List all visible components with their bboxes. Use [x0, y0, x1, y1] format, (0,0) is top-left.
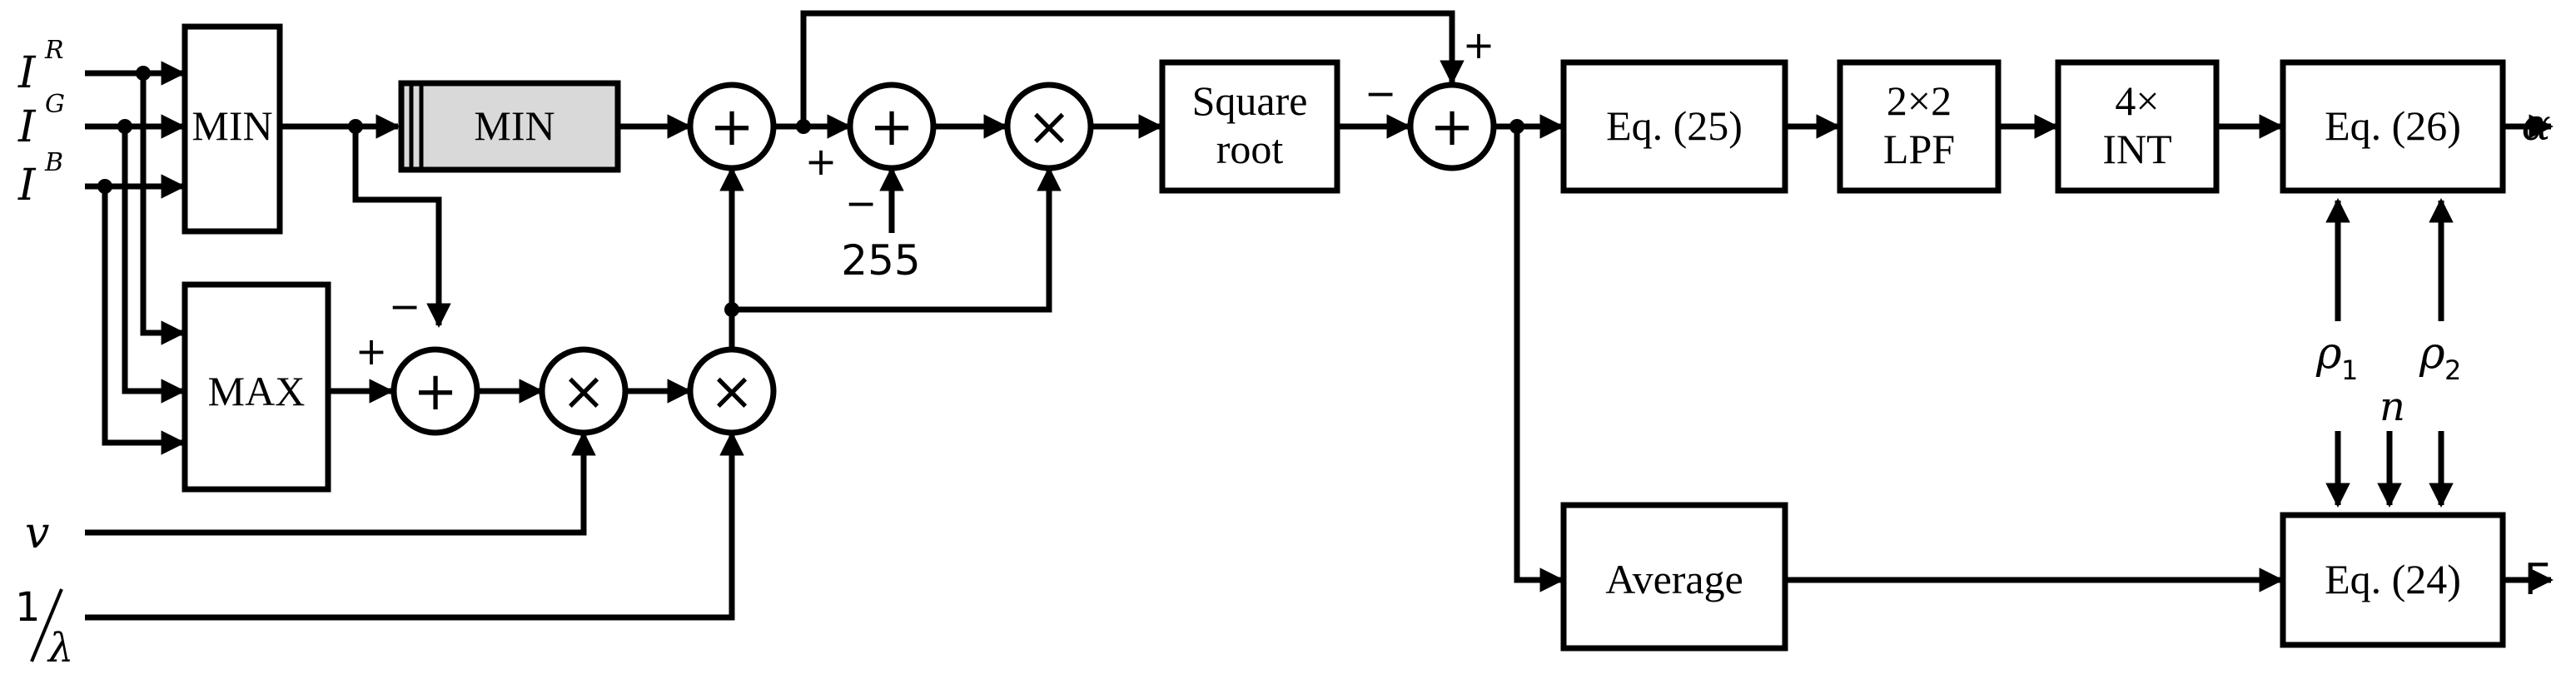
wire-min1-add2: [352, 126, 451, 328]
adder-3: +: [847, 82, 937, 171]
wire-ir-max: [140, 73, 186, 345]
input-ir-label: I R: [17, 36, 64, 98]
adder-2-symbol: +: [413, 361, 458, 423]
rho2-label: ρ 2: [2419, 329, 2461, 386]
junction-min1-out: [348, 119, 363, 134]
eq26-label: Eq. (26): [2325, 102, 2461, 149]
svg-text:R: R: [44, 36, 64, 65]
eq25-label: Eq. (25): [1606, 102, 1743, 149]
multiplier-2: ×: [687, 346, 777, 436]
adder-3-symbol: +: [869, 97, 914, 158]
n-label: n: [2380, 384, 2405, 430]
wire-mul2-mul3: [732, 166, 1062, 313]
lpf-label-1: 2×2: [1887, 77, 1952, 124]
adder-1: +: [687, 82, 777, 171]
sign-add4-minus: −: [1365, 71, 1397, 116]
svg-text:B: B: [44, 148, 63, 177]
parameter-labels: ρ 1 ρ 2 n: [2315, 329, 2461, 430]
min-block-1: MIN: [182, 23, 283, 235]
square-root-label-1: Square: [1192, 77, 1308, 124]
input-v-label: v: [25, 508, 49, 558]
junction-add4-out: [1509, 119, 1524, 134]
sign-add2-plus: +: [356, 329, 388, 374]
int-label-1: 4×: [2115, 77, 2159, 124]
eq25-block: Eq. (25): [1560, 59, 1788, 194]
sign-add4-plus: +: [1463, 22, 1495, 67]
eq24-label: Eq. (24): [2325, 556, 2461, 602]
rho1-label: ρ 1: [2315, 329, 2358, 386]
svg-text:I: I: [17, 48, 37, 98]
max-block: MAX: [182, 281, 331, 493]
svg-text:2: 2: [2444, 354, 2461, 386]
wire-ig-max: [122, 126, 186, 404]
wire-lambda-mul2: [85, 431, 744, 621]
svg-text:1: 1: [2341, 354, 2358, 386]
min-block-1-label: MIN: [191, 102, 272, 149]
svg-text:ρ: ρ: [2315, 329, 2342, 379]
sign-add2-minus: −: [389, 284, 421, 329]
blocks: MIN MIN MAX Square root Eq. (25) 2×2 LPF: [182, 23, 2506, 652]
adder-4: +: [1407, 82, 1497, 171]
int-block: 4× INT: [2055, 59, 2220, 194]
adder-1-symbol: +: [709, 97, 754, 158]
multiplier-3: ×: [1004, 82, 1094, 171]
junction-mul2-out: [724, 302, 739, 317]
adder-4-symbol: +: [1430, 97, 1474, 158]
adder-2: +: [390, 346, 480, 436]
svg-text:I: I: [17, 102, 37, 152]
sign-add3-plus: +: [805, 139, 838, 184]
lpf-block: 2×2 LPF: [1837, 59, 2002, 194]
square-root-label-2: root: [1216, 126, 1284, 172]
output-gamma: Γ: [2524, 555, 2549, 605]
operators: + + × × + × +: [390, 82, 1497, 436]
junction-ig: [117, 119, 132, 134]
junction-add1-out: [796, 119, 811, 134]
constant-255: 255: [841, 236, 920, 285]
wire-add4-average: [1514, 126, 1564, 592]
multiplier-3-symbol: ×: [1027, 97, 1072, 158]
input-inverse-lambda-label: 1 λ: [15, 584, 73, 672]
int-label-2: INT: [2102, 126, 2171, 172]
multiplier-2-symbol: ×: [709, 361, 754, 423]
eq26-block: Eq. (26): [2280, 59, 2506, 194]
min-block-2-label: MIN: [474, 102, 554, 149]
input-ib-label: I B: [17, 148, 63, 211]
svg-text:I: I: [17, 161, 37, 211]
input-labels: I R I G I B v 1 λ: [15, 36, 73, 672]
sign-add3-minus: −: [845, 181, 878, 225]
max-block-label: MAX: [208, 368, 306, 414]
average-block: Average: [1560, 502, 1788, 652]
junctions: [97, 66, 1524, 317]
average-label: Average: [1605, 556, 1743, 602]
junction-ib: [97, 179, 112, 194]
svg-text:1: 1: [15, 584, 41, 631]
min-block-2: MIN: [398, 80, 621, 173]
junction-ir: [136, 66, 151, 81]
wire-ib-max: [102, 186, 186, 455]
signal-wires: [85, 10, 2554, 621]
svg-text:ρ: ρ: [2419, 329, 2445, 379]
multiplier-1: ×: [539, 346, 629, 436]
svg-text:λ: λ: [47, 625, 73, 672]
output-alpha: α: [2521, 101, 2550, 151]
wire-v-mul1: [85, 431, 596, 536]
eq24-block: Eq. (24): [2280, 512, 2506, 648]
wire-add1-add4: [800, 10, 1465, 126]
lpf-label-2: LPF: [1883, 126, 1955, 172]
svg-text:G: G: [45, 90, 65, 119]
multiplier-1-symbol: ×: [561, 361, 606, 423]
input-ig-label: I G: [17, 90, 65, 152]
sign-labels: − + + − − +: [356, 22, 1495, 374]
square-root-block: Square root: [1159, 59, 1340, 194]
